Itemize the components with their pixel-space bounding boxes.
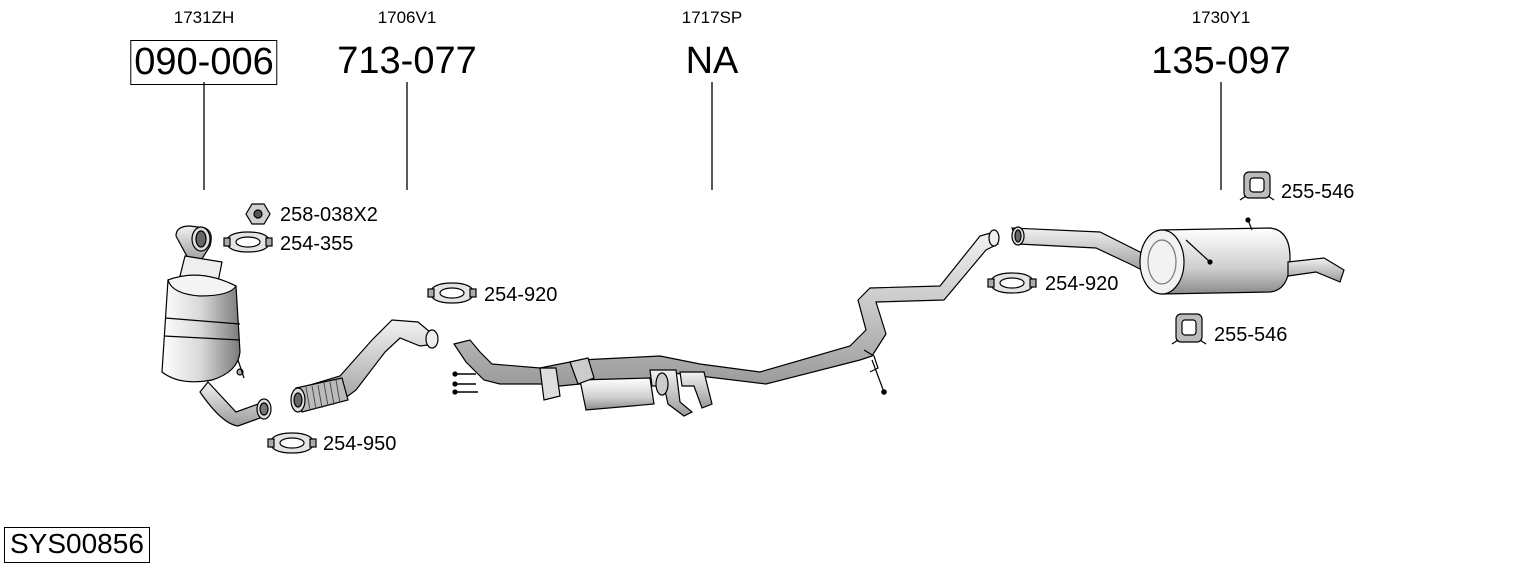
part-number-middle-section[interactable]: NA: [685, 40, 739, 82]
clamp-icon[interactable]: [427, 282, 477, 304]
part-number-front-pipe[interactable]: 713-077: [337, 40, 477, 82]
accessory-label-clamp-c[interactable]: 254-950: [323, 433, 397, 455]
rubber-hanger-icon[interactable]: [1171, 313, 1207, 345]
accessory-label-nut[interactable]: 258-038X2: [280, 204, 378, 226]
rubber-hanger-icon[interactable]: [1239, 171, 1275, 201]
system-code-label: SYS00856: [4, 527, 150, 563]
part-number-catalyst[interactable]: 090-006: [130, 40, 278, 85]
front-pipe-part[interactable]: [290, 319, 439, 413]
oem-number-catalyst: 1731ZH: [173, 8, 235, 27]
clamp-icon[interactable]: [987, 272, 1037, 294]
oem-number-rear-silencer: 1730Y1: [1191, 8, 1251, 27]
rear-silencer-part[interactable]: [1011, 217, 1345, 295]
accessory-label-hanger-a[interactable]: 255-546: [1281, 181, 1355, 203]
catalyst-part[interactable]: [161, 225, 272, 427]
clamp-icon[interactable]: [223, 231, 273, 253]
accessory-label-clamp-b[interactable]: 254-920: [484, 284, 558, 306]
oem-number-front-pipe: 1706V1: [377, 8, 437, 27]
nut-icon[interactable]: [245, 203, 271, 225]
leader-lines: [203, 82, 1222, 190]
accessory-label-clamp-a[interactable]: 254-355: [280, 233, 354, 255]
accessory-label-clamp-d[interactable]: 254-920: [1045, 273, 1119, 295]
accessory-label-hanger-b[interactable]: 255-546: [1214, 324, 1288, 346]
oem-number-middle-section: 1717SP: [681, 8, 743, 27]
clamp-icon[interactable]: [267, 432, 317, 454]
part-number-rear-silencer[interactable]: 135-097: [1151, 40, 1291, 82]
middle-section-part[interactable]: [452, 229, 1000, 417]
